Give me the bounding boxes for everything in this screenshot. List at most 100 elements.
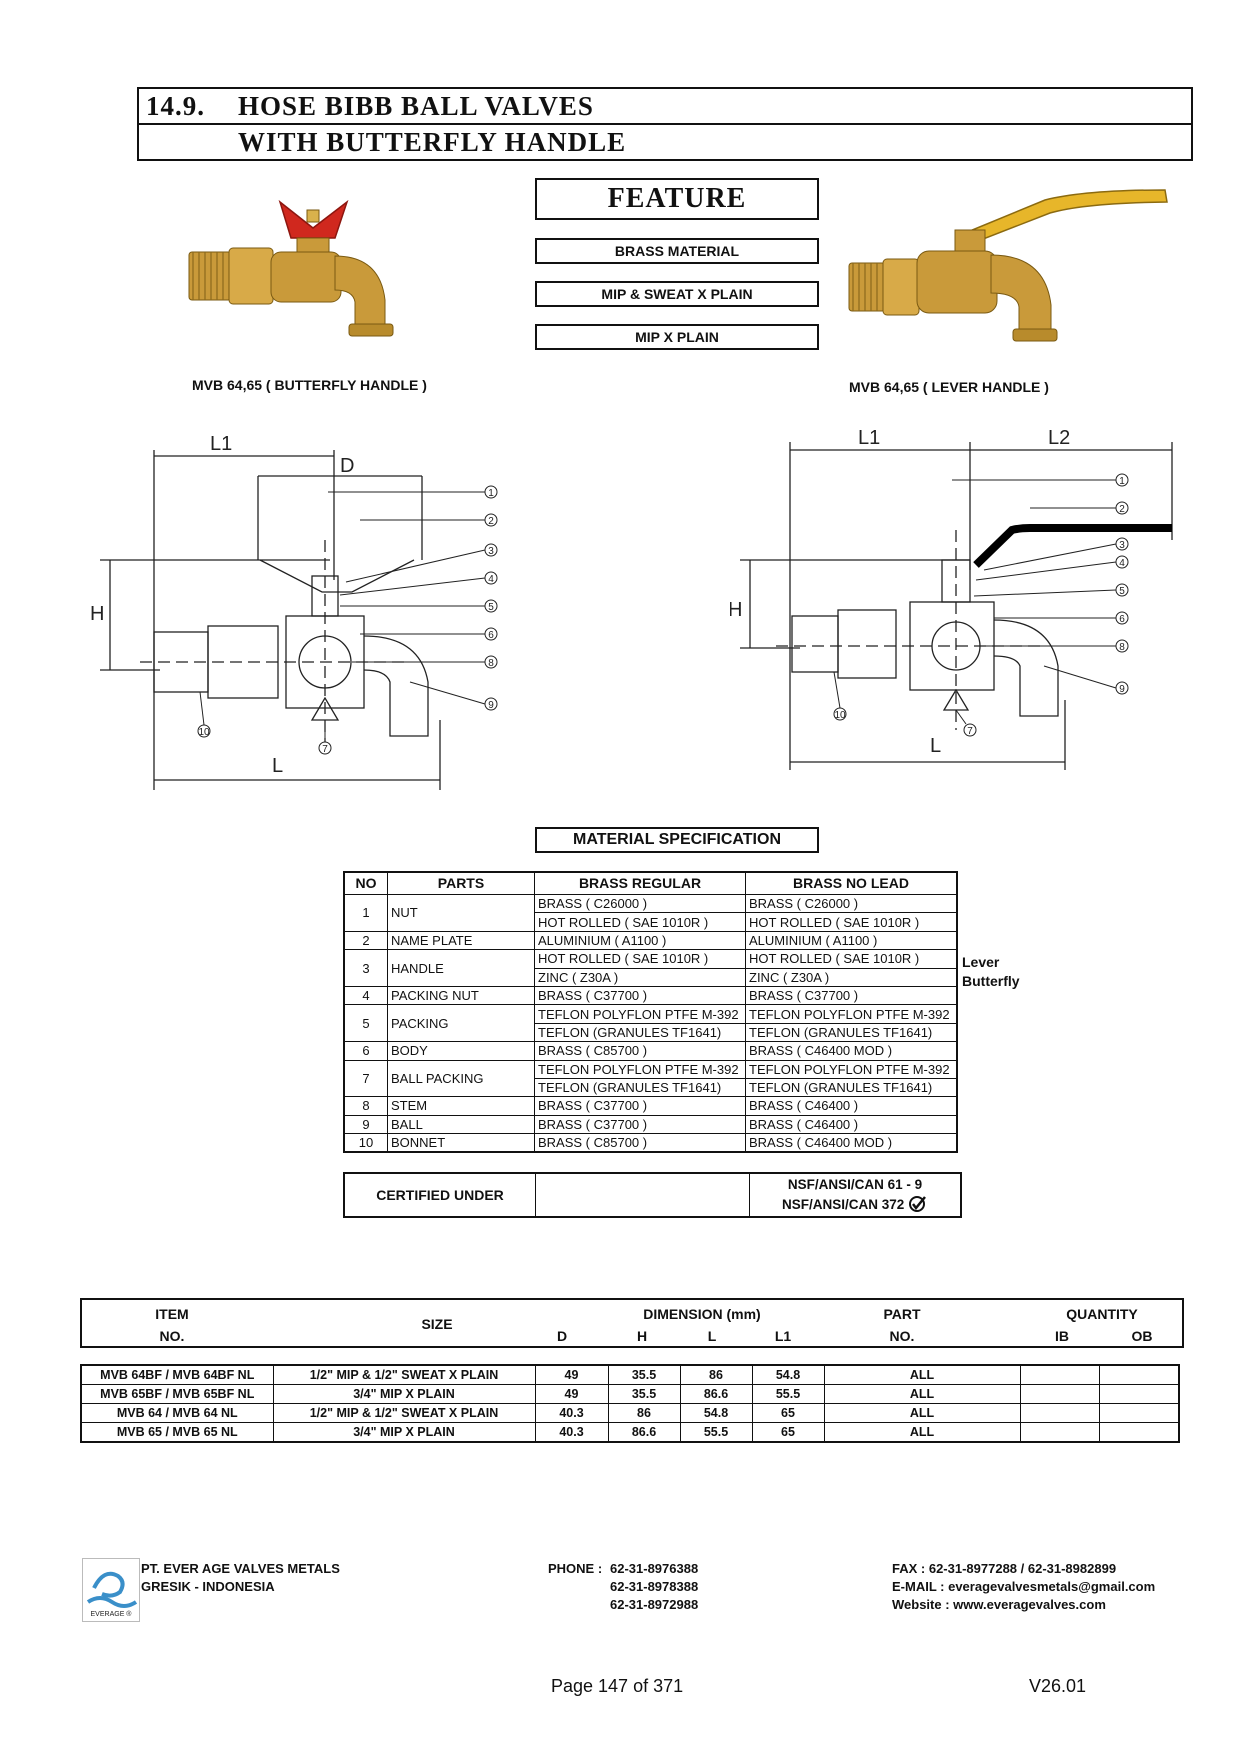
brass-no-lead-value: BRASS ( C46400 ) bbox=[745, 1114, 958, 1135]
dimension-header: ITEM NO. SIZE DIMENSION (mm) D H L L1 PA… bbox=[80, 1298, 1184, 1348]
dimension-cell-ib bbox=[1019, 1384, 1100, 1404]
balloon-8: 8 bbox=[980, 639, 1129, 653]
header-d: D bbox=[556, 1328, 568, 1344]
balloon-2: 2 bbox=[1030, 501, 1129, 515]
part-no: 10 bbox=[343, 1133, 388, 1153]
header-ob: OB bbox=[1131, 1328, 1153, 1344]
check-seal-icon bbox=[909, 1196, 926, 1212]
feature-item: BRASS MATERIAL bbox=[535, 238, 819, 264]
dimension-cell-item: MVB 64BF / MVB 64BF NL bbox=[80, 1364, 274, 1385]
brass-no-lead-value: BRASS ( C46400 MOD ) bbox=[745, 1041, 958, 1061]
svg-text:10: 10 bbox=[834, 710, 846, 721]
part-name: HANDLE bbox=[387, 949, 535, 987]
dimension-cell-ib bbox=[1019, 1422, 1100, 1443]
header-no: NO bbox=[343, 871, 388, 895]
dim-label-l1: L1 bbox=[858, 427, 880, 449]
brass-no-lead-value: TEFLON POLYFLON PTFE M-392 bbox=[745, 1004, 958, 1024]
dimension-cell-d: 49 bbox=[534, 1384, 609, 1404]
balloon-9: 9 bbox=[1043, 665, 1129, 695]
feature-heading: FEATURE bbox=[535, 178, 819, 220]
header-item-no: NO. bbox=[159, 1328, 185, 1344]
brass-regular-value: TEFLON (GRANULES TF1641) bbox=[534, 1077, 746, 1098]
svg-text:8: 8 bbox=[1119, 642, 1125, 653]
svg-text:3: 3 bbox=[488, 546, 494, 557]
title-line-1: 14.9.HOSE BIBB BALL VALVES bbox=[139, 89, 1191, 125]
balloon-1: 1 bbox=[952, 473, 1129, 487]
dimension-cell-d: 40.3 bbox=[534, 1403, 609, 1423]
dimension-cell-part: ALL bbox=[823, 1384, 1021, 1404]
dimension-cell-l1: 65 bbox=[751, 1422, 825, 1443]
certified-label: CERTIFIED UNDER bbox=[345, 1174, 536, 1216]
dimension-cell-h: 86 bbox=[607, 1403, 681, 1423]
cert-standards: NSF/ANSI/CAN 61 - 9 NSF/ANSI/CAN 372 bbox=[750, 1174, 960, 1217]
svg-text:6: 6 bbox=[488, 630, 494, 641]
note-lever: Lever bbox=[962, 954, 1000, 970]
header-brass-no-lead: BRASS NO LEAD bbox=[745, 871, 958, 895]
dim-label-h: H bbox=[90, 603, 104, 625]
svg-text:7: 7 bbox=[322, 744, 328, 755]
header-l1: L1 bbox=[774, 1328, 792, 1344]
header-quantity: QUANTITY bbox=[1066, 1306, 1138, 1322]
svg-text:1: 1 bbox=[488, 488, 494, 499]
dimension-cell-l1: 55.5 bbox=[751, 1384, 825, 1404]
header-part-no: NO. bbox=[889, 1328, 915, 1344]
dimension-cell-size: 1/2" MIP & 1/2" SWEAT X PLAIN bbox=[272, 1403, 536, 1423]
dimension-cell-size: 1/2" MIP & 1/2" SWEAT X PLAIN bbox=[272, 1364, 536, 1385]
dimension-cell-l1: 65 bbox=[751, 1403, 825, 1423]
phone-1: 62-31-8976388 bbox=[610, 1561, 699, 1576]
balloon-7: 7 bbox=[318, 720, 332, 755]
part-name: BONNET bbox=[387, 1133, 535, 1153]
caption-butterfly: MVB 64,65 ( BUTTERFLY HANDLE ) bbox=[192, 377, 427, 393]
part-no: 6 bbox=[343, 1041, 388, 1061]
dimension-cell-part: ALL bbox=[823, 1422, 1021, 1443]
brass-regular-value: BRASS ( C85700 ) bbox=[534, 1133, 746, 1153]
dimension-cell-l1: 54.8 bbox=[751, 1364, 825, 1385]
brass-regular-value: BRASS ( C37700 ) bbox=[534, 1096, 746, 1116]
lever-valve-photo bbox=[848, 189, 1168, 342]
material-header-row: NO PARTS BRASS REGULAR BRASS NO LEAD bbox=[343, 871, 958, 895]
contact-info: FAX : 62-31-8977288 / 62-31-8982899 E-MA… bbox=[892, 1560, 1155, 1614]
header-item: ITEM bbox=[155, 1306, 189, 1322]
dimension-cell-ob bbox=[1098, 1384, 1180, 1404]
part-name: NUT bbox=[387, 894, 535, 932]
balloon-6: 6 bbox=[994, 611, 1129, 625]
cert-2: NSF/ANSI/CAN 372 bbox=[781, 1197, 905, 1212]
header-l: L bbox=[707, 1328, 717, 1344]
part-name: BALL PACKING bbox=[387, 1059, 535, 1098]
website: Website : www.everagevalves.com bbox=[892, 1597, 1106, 1612]
header-brass-regular: BRASS REGULAR bbox=[534, 871, 746, 895]
dimension-cell-part: ALL bbox=[823, 1403, 1021, 1423]
dimension-cell-d: 49 bbox=[534, 1364, 609, 1385]
title-text-2: WITH BUTTERFLY HANDLE bbox=[238, 127, 627, 157]
dimension-cell-l: 54.8 bbox=[679, 1403, 753, 1423]
brass-regular-value: ALUMINIUM ( A1100 ) bbox=[534, 930, 746, 951]
balloon-5: 5 bbox=[973, 583, 1129, 597]
header-ib: IB bbox=[1055, 1328, 1069, 1344]
lever-arm-drawing bbox=[973, 524, 1172, 568]
balloon-4: 4 bbox=[975, 555, 1129, 581]
brass-no-lead-value: HOT ROLLED ( SAE 1010R ) bbox=[745, 912, 958, 932]
lever-valve-drawing: L1 L2 H L 1 2 3 4 5 6 8 9 10 7 bbox=[730, 427, 1173, 770]
title-block: 14.9.HOSE BIBB BALL VALVES WITH BUTTERFL… bbox=[137, 87, 1193, 161]
brass-regular-value: HOT ROLLED ( SAE 1010R ) bbox=[534, 949, 746, 969]
part-no: 7 bbox=[343, 1059, 388, 1098]
balloon-10: 10 bbox=[197, 691, 211, 738]
dimension-cell-h: 35.5 bbox=[607, 1384, 681, 1404]
part-no: 9 bbox=[343, 1114, 388, 1135]
dimension-cell-size: 3/4" MIP X PLAIN bbox=[272, 1422, 536, 1443]
dim-label-l: L bbox=[930, 735, 941, 757]
dim-label-d: D bbox=[340, 455, 354, 477]
header-dimension: DIMENSION (mm) bbox=[643, 1306, 761, 1322]
brass-regular-value: TEFLON POLYFLON PTFE M-392 bbox=[534, 1059, 746, 1079]
svg-text:10: 10 bbox=[198, 727, 210, 738]
brass-no-lead-value: BRASS ( C46400 ) bbox=[745, 1096, 958, 1116]
brass-no-lead-value: BRASS ( C46400 MOD ) bbox=[745, 1133, 958, 1153]
email: E-MAIL : everagevalvesmetals@gmail.com bbox=[892, 1579, 1156, 1594]
svg-text:5: 5 bbox=[488, 602, 494, 613]
butterfly-handle bbox=[278, 199, 349, 239]
lever-handle bbox=[963, 189, 1168, 244]
